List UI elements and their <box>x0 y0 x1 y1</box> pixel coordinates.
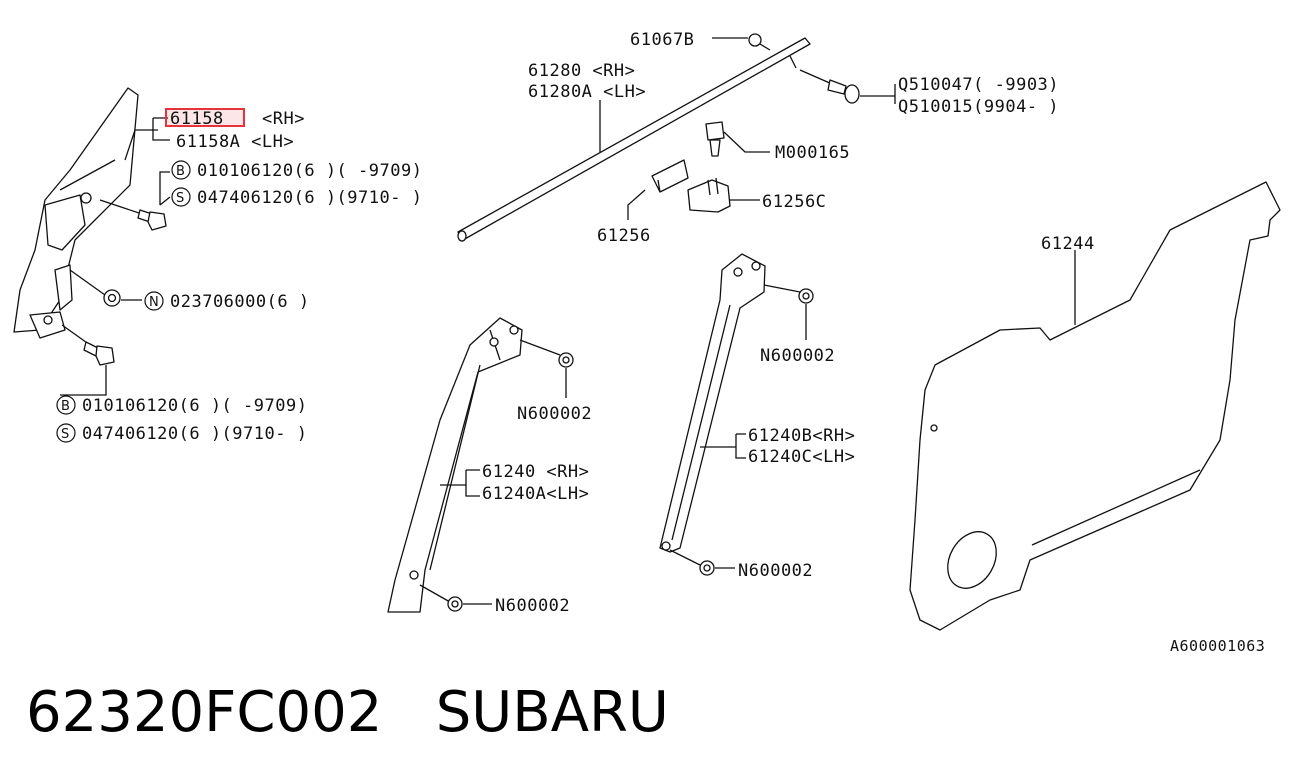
badge-b-1: B <box>176 164 185 179</box>
label-61240a: 61240A<LH> <box>482 484 589 504</box>
nut-n <box>69 269 121 307</box>
sash-61240 <box>387 317 561 613</box>
highlight-box <box>165 108 245 127</box>
label-q510047: Q510047( -9903) <box>898 75 1059 95</box>
label-s-2: 047406120(6 )(9710- ) <box>82 424 307 444</box>
sash-61240b <box>659 253 801 553</box>
nut-n600002-a <box>558 352 574 398</box>
label-n600002-b: N600002 <box>495 596 570 616</box>
label-61240c: 61240C<LH> <box>748 447 855 467</box>
label-m000165: M000165 <box>775 143 850 163</box>
weatherstrip <box>457 37 811 242</box>
quarter-glass-assembly <box>13 87 139 339</box>
label-61158-rh: <RH> <box>262 109 305 129</box>
label-61240: 61240 <RH> <box>482 462 589 482</box>
part-number-title: 62320FC002 SUBARU <box>26 680 669 745</box>
bracket-61256c <box>687 177 760 213</box>
nut-n600002-b <box>419 584 492 612</box>
label-61244: 61244 <box>1041 234 1095 254</box>
label-n: 023706000(6 ) <box>170 292 310 312</box>
nut-n600002-c <box>798 288 814 340</box>
clip-61067b <box>712 33 771 51</box>
badge-b-2: B <box>61 399 70 414</box>
label-61280: 61280 <RH> <box>528 61 635 81</box>
bolt-upper <box>99 199 167 231</box>
label-61158: 61158 <box>170 109 224 129</box>
bolt-lower <box>61 324 115 366</box>
label-61256c: 61256C <box>762 192 826 212</box>
badge-s-1: S <box>176 191 184 206</box>
label-61240b: 61240B<RH> <box>748 426 855 446</box>
label-q510015: Q510015(9904- ) <box>898 97 1059 117</box>
diagram-id: A600001063 <box>1170 637 1265 655</box>
bolt-m000165 <box>705 121 770 157</box>
label-n600002-a: N600002 <box>517 404 592 424</box>
badge-n: N <box>149 295 159 310</box>
label-61067b: 61067B <box>630 30 694 50</box>
screw-q510047 <box>799 69 896 104</box>
label-61256: 61256 <box>597 226 651 246</box>
badge-s-2: S <box>61 427 69 442</box>
sealing-cover-61244 <box>909 181 1281 631</box>
nut-n600002-d <box>669 549 735 576</box>
label-61158a: 61158A <LH> <box>176 132 294 152</box>
label-n600002-c: N600002 <box>760 346 835 366</box>
bracket-61256 <box>627 159 689 220</box>
label-b-1: 010106120(6 )( -9709) <box>197 161 422 181</box>
label-b-2: 010106120(6 )( -9709) <box>82 396 307 416</box>
label-s-1: 047406120(6 )(9710- ) <box>197 188 422 208</box>
label-61280a: 61280A <LH> <box>528 82 646 102</box>
label-n600002-d: N600002 <box>738 561 813 581</box>
